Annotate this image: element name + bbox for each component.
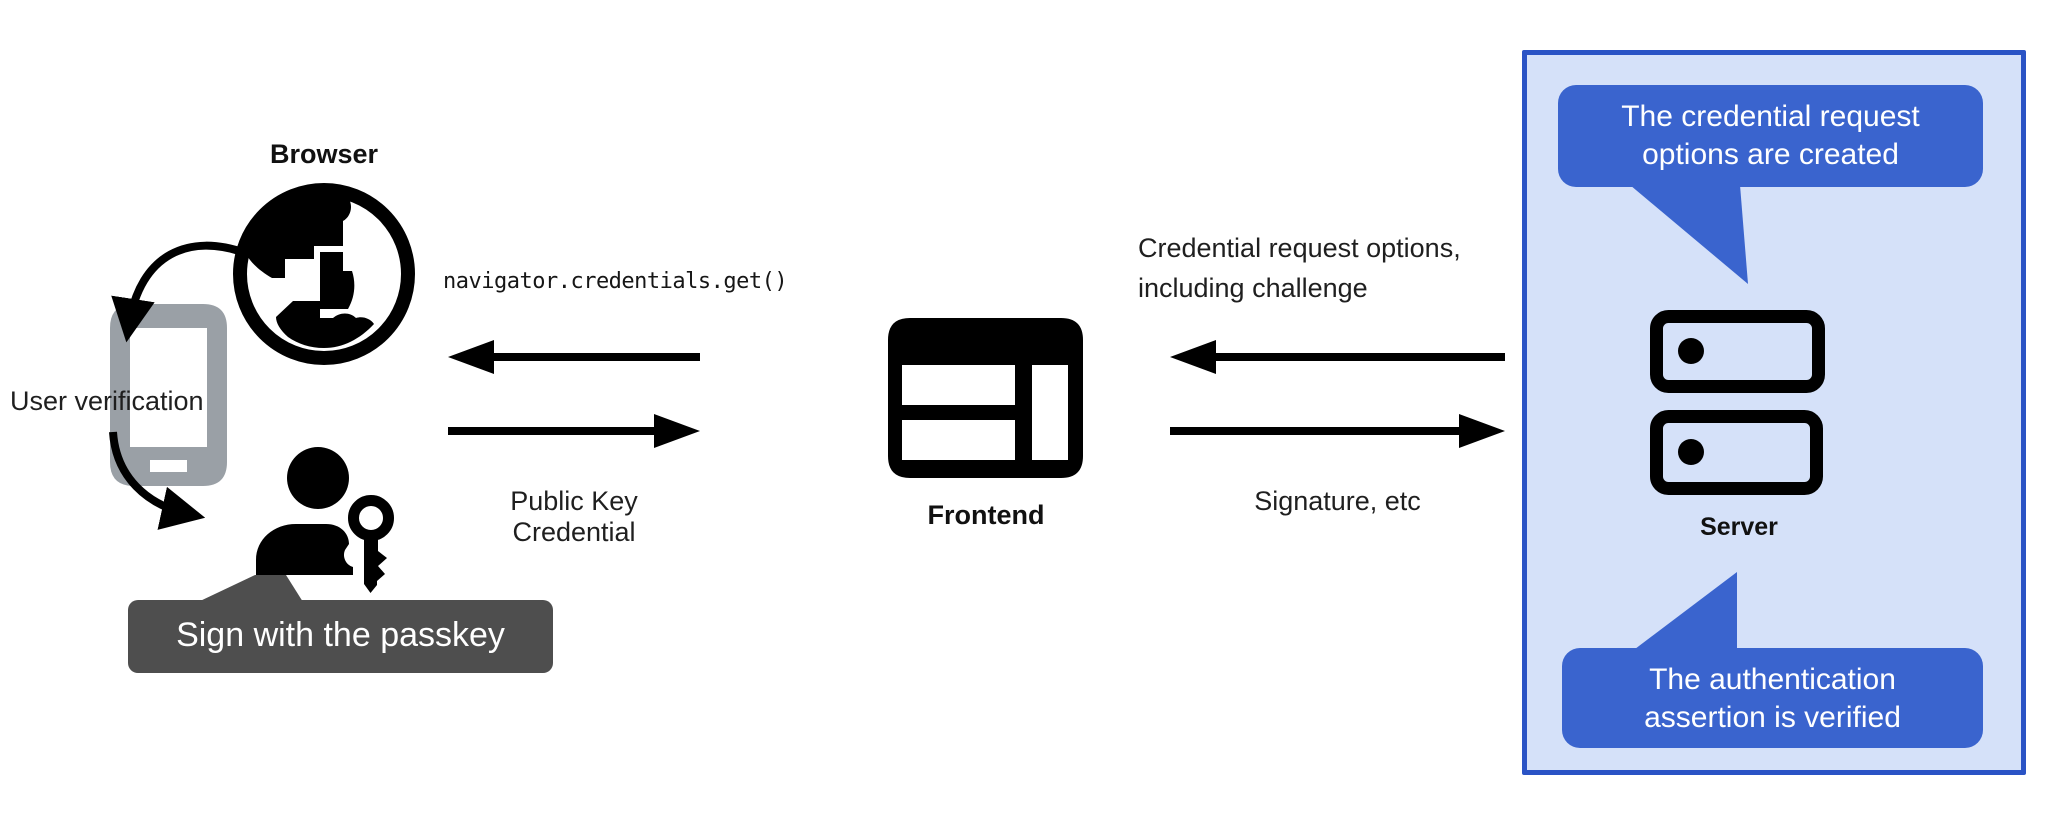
server-bubble-top: The credential request options are creat… <box>1558 85 1983 187</box>
credentials-get-code: navigator.credentials.get() <box>443 269 788 294</box>
user-verification-flow-arrows <box>85 225 265 545</box>
server-bubble-bottom-tail <box>1635 572 1737 649</box>
arrow-frontend-to-browser <box>448 339 700 375</box>
passkey-callout: Sign with the passkey <box>128 600 553 673</box>
server-label: Server <box>1700 513 1778 541</box>
person-with-key-icon <box>250 444 400 594</box>
server-bubble-bottom-line1: The authentication <box>1649 663 1896 696</box>
globe-icon <box>230 180 418 368</box>
passkey-callout-tail <box>198 575 303 602</box>
arrow-server-to-frontend <box>1170 339 1505 375</box>
user-verification-label: User verification <box>10 386 204 416</box>
server-bubble-top-line1: The credential request <box>1621 100 1920 133</box>
credential-request-line1: Credential request options, <box>1138 233 1461 263</box>
server-bubble-bottom-line2: assertion is verified <box>1644 701 1901 734</box>
credential-request-line2: including challenge <box>1138 273 1368 303</box>
server-bubble-top-tail <box>1630 185 1748 284</box>
server-icon <box>1642 300 1830 500</box>
signature-label: Signature, etc <box>1254 486 1421 516</box>
arrow-browser-to-frontend <box>448 413 700 449</box>
frontend-label: Frontend <box>927 500 1045 530</box>
credential-request-text: Credential request options, including ch… <box>1138 228 1461 308</box>
browser-label: Browser <box>269 139 379 169</box>
server-bubble-top-line2: options are created <box>1642 138 1899 171</box>
arrow-frontend-to-server <box>1170 413 1505 449</box>
browser-window-icon <box>888 318 1083 478</box>
public-key-credential-label: Public Key Credential <box>510 486 638 547</box>
server-bubble-bottom: The authentication assertion is verified <box>1562 648 1983 748</box>
server-panel: The credential request options are creat… <box>1522 50 2026 775</box>
